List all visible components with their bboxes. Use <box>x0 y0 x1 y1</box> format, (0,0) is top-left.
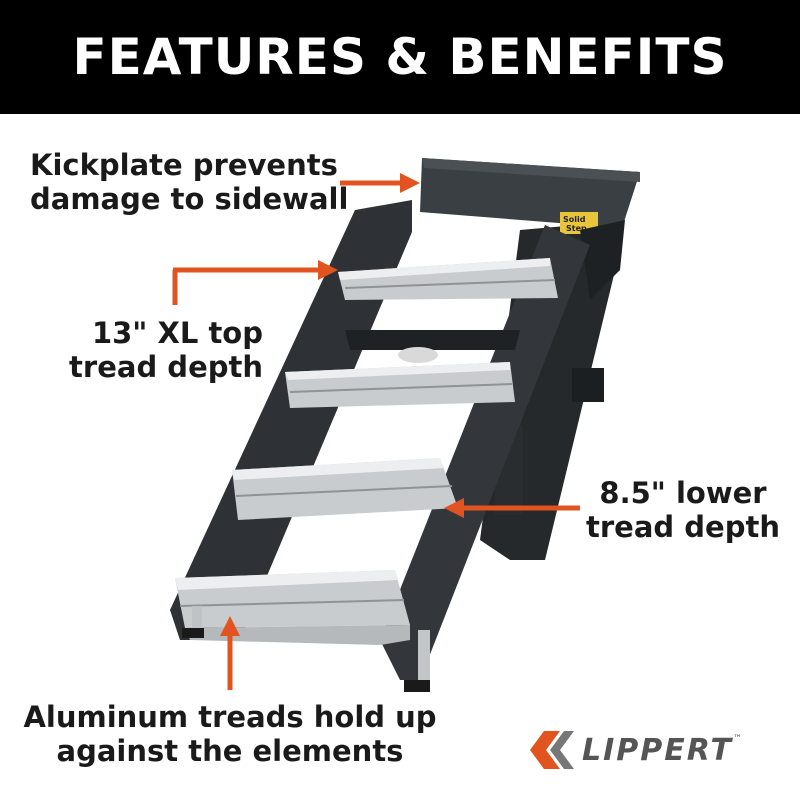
badge-text-2: Step <box>566 224 587 233</box>
tread-third <box>232 458 458 520</box>
tread-second <box>285 362 515 408</box>
lippert-logo-icon <box>530 731 574 769</box>
callout-kickplate: Kickplate prevents damage to sidewall <box>30 148 349 217</box>
left-stringer <box>170 200 412 640</box>
callout-treads-line2: against the elements <box>56 734 404 769</box>
callout-lower-tread-line1: 8.5" lower <box>599 476 767 510</box>
right-stringer <box>380 225 590 680</box>
header-banner: FEATURES & BENEFITS <box>0 0 800 114</box>
tread-bottom <box>175 570 410 645</box>
callout-top-tread-line1: 13" XL top <box>91 316 263 350</box>
callout-aluminum-treads: Aluminum treads hold up against the elem… <box>20 700 440 768</box>
mount-bracket <box>580 220 625 300</box>
arrow-top-tread <box>172 260 338 305</box>
callout-kickplate-line2: damage to sidewall <box>30 182 349 217</box>
badge-text-1: Solid <box>563 215 586 224</box>
callout-kickplate-line1: Kickplate prevents <box>30 148 338 182</box>
tread-top <box>338 258 558 300</box>
arrow-lower-tread <box>444 498 580 518</box>
leg-right <box>404 630 430 692</box>
arrow-kickplate <box>340 173 420 193</box>
callout-lower-tread: 8.5" lower tread depth <box>583 476 783 544</box>
brand-name: LIPPERT <box>582 732 733 768</box>
steps-illustration: Solid Step <box>170 158 640 692</box>
brand-logo: LIPPERT ™ <box>530 728 770 772</box>
brand-tm: ™ <box>732 734 742 744</box>
leg-left <box>182 606 204 638</box>
page-title: FEATURES & BENEFITS <box>72 28 728 86</box>
callout-lower-tread-line2: tread depth <box>586 510 780 545</box>
callout-treads-line1: Aluminum treads hold up <box>23 700 437 734</box>
callout-top-tread: 13" XL top tread depth <box>68 316 263 384</box>
callout-top-tread-line2: tread depth <box>69 350 263 385</box>
arrow-treads <box>220 616 240 690</box>
